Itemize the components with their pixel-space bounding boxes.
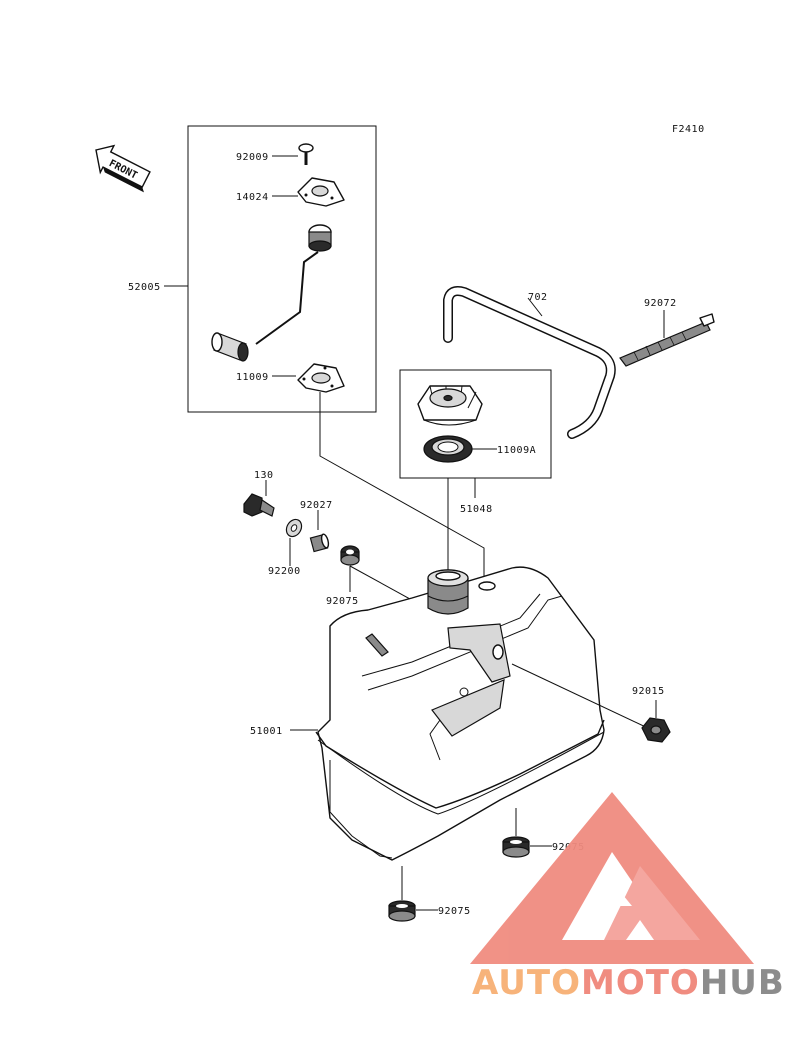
label-702: 702 bbox=[528, 292, 548, 303]
label-92075-upper: 92075 bbox=[326, 596, 359, 607]
fuel-tank-51001-icon bbox=[315, 566, 605, 861]
bolt-130-icon bbox=[243, 493, 275, 517]
cap-assembly-frame bbox=[399, 369, 552, 479]
fuel-cap-icon bbox=[417, 385, 483, 426]
grommet-92075-bottom-icon bbox=[388, 900, 416, 922]
breather-hose-702-icon bbox=[443, 286, 616, 439]
label-92200: 92200 bbox=[268, 566, 301, 577]
front-arrow-icon: FRONT bbox=[95, 144, 151, 193]
label-51048: 51048 bbox=[460, 504, 493, 515]
label-51001: 51001 bbox=[250, 726, 283, 737]
screw-92009-icon bbox=[298, 143, 314, 165]
cap-gasket-11009a-icon bbox=[423, 435, 473, 463]
label-92015: 92015 bbox=[632, 686, 665, 697]
fuel-sending-unit-icon bbox=[211, 224, 332, 362]
plate-14024-icon bbox=[297, 177, 345, 207]
label-11009: 11009 bbox=[236, 372, 269, 383]
nut-92015-icon bbox=[641, 717, 671, 743]
sending-unit-frame bbox=[187, 125, 377, 413]
label-92072: 92072 bbox=[644, 298, 677, 309]
watermark-part3: HUB bbox=[700, 963, 785, 1003]
watermark-part1: AUTO bbox=[472, 963, 581, 1003]
figure-code: F2410 bbox=[672, 124, 705, 135]
watermark-text: AUTOMOTOHUB bbox=[472, 963, 785, 1003]
label-92075-bottom: 92075 bbox=[438, 906, 471, 917]
washer-92200-icon bbox=[285, 518, 303, 538]
label-14024: 14024 bbox=[236, 192, 269, 203]
watermark-part2: MOTO bbox=[581, 963, 700, 1003]
collar-92027-icon bbox=[309, 533, 330, 553]
label-92027: 92027 bbox=[300, 500, 333, 511]
label-11009A: 11009A bbox=[497, 445, 536, 456]
grommet-92075-right-icon bbox=[502, 836, 530, 858]
label-52005: 52005 bbox=[128, 282, 161, 293]
label-92009: 92009 bbox=[236, 152, 269, 163]
grommet-92075-upper-icon bbox=[340, 545, 360, 566]
gasket-11009-icon bbox=[297, 363, 345, 393]
label-130: 130 bbox=[254, 470, 274, 481]
watermark-logo bbox=[470, 792, 754, 964]
tie-strap-92072-icon bbox=[619, 313, 715, 367]
